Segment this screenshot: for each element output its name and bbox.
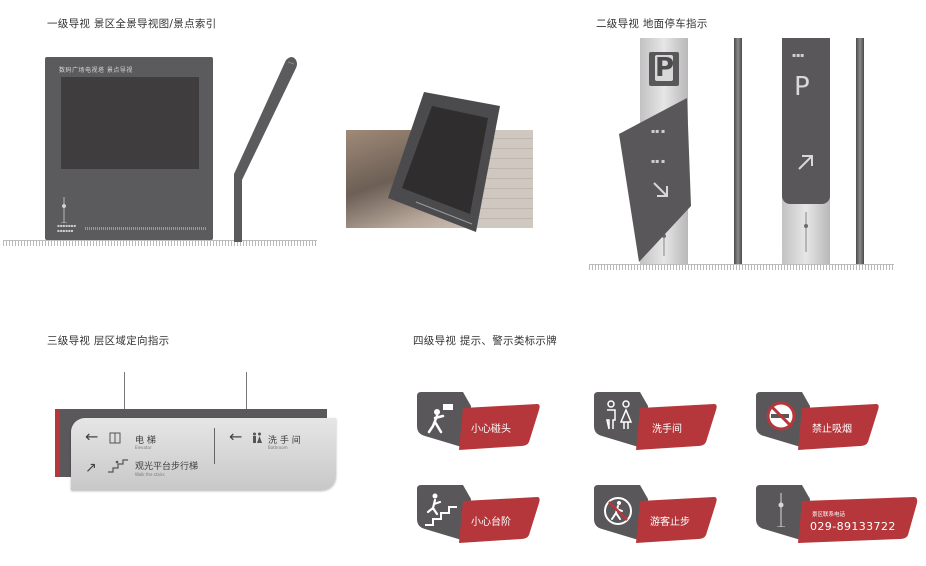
arrow-down-right-icon: [653, 182, 668, 197]
ground-line-level1: [3, 240, 317, 246]
board-perspective-render: [388, 92, 500, 232]
section-heading-level3: 三级导视 层区域定向指示: [47, 335, 170, 347]
hanging-sign-red-edge: [55, 409, 60, 477]
no-smoking-icon: [766, 401, 796, 431]
parking-pillar-side-1: [734, 38, 742, 266]
warning-head-icon: [427, 404, 453, 434]
phone-number: 029-89133722: [810, 520, 896, 533]
parking-pillar-2-panel: ▪▪▪ P: [782, 38, 830, 204]
sign-mind-head-text: 小心碰头: [471, 424, 511, 435]
pillar-2-title: ▪▪▪: [792, 52, 805, 59]
parking-pillar-2: ▪▪▪ P: [782, 38, 830, 266]
board-logo-text: ▪▪▪▪▪▪▪▪▪▪▪▪▪: [57, 223, 76, 233]
section-heading-level1: 一级导视 景区全景导视图/景点索引: [47, 18, 217, 30]
arrow-up-right-icon: [798, 155, 813, 170]
sign-no-smoking-text: 禁止吸烟: [812, 424, 852, 435]
hanger-wire-left: [124, 372, 125, 412]
tv-tower-icon: [804, 212, 808, 252]
parking-pillar-side-2: [856, 38, 864, 266]
parking-icon: P: [794, 72, 810, 102]
panorama-board-side: [234, 57, 297, 242]
sign-no-smoking: 禁止吸烟: [752, 390, 880, 452]
restroom-icon: [253, 432, 262, 443]
hanger-wire-right: [246, 372, 247, 412]
stairs-warning-icon: [425, 493, 457, 526]
stairs-label: 观光平台步行梯: [135, 462, 199, 472]
sign-mind-step-text: 小心台阶: [471, 517, 511, 528]
sign-visitors-stop-text: 游客止步: [650, 517, 690, 528]
sign-mind-step: 小心台阶: [413, 483, 541, 545]
ground-line-level2: [589, 264, 894, 270]
sign-divider: [214, 428, 215, 464]
parking-icon: P: [655, 53, 675, 83]
arrow-left-icon: ←: [229, 427, 243, 446]
elevator-sub: Elevator: [135, 445, 152, 450]
toilet-icon: [606, 400, 633, 430]
no-entry-icon: [604, 497, 632, 525]
hanging-sign-face: ← 电 梯 Elevator ↗ 观光平台步行梯 Walk the stairs…: [71, 418, 336, 490]
sign-toilet-text: 洗手间: [652, 424, 682, 435]
tv-tower-icon: [61, 197, 67, 223]
section-heading-level4: 四级导视 提示、警示类标示牌: [413, 335, 558, 347]
board-title: 数码广场电视塔 景点导视: [59, 67, 133, 74]
board-dotted-strip: [85, 227, 207, 230]
sign-contact-phone: 景区联系电话 029-89133722: [752, 483, 920, 545]
board-screen: [61, 77, 199, 169]
stairs-sub: Walk the stairs: [135, 472, 165, 477]
stairs-icon: [108, 459, 128, 473]
sign-toilet: 洗手间: [590, 390, 718, 452]
elevator-icon: [109, 432, 121, 444]
parking-direction-blade: [619, 98, 691, 262]
elevator-label: 电 梯: [135, 436, 156, 446]
section-heading-level2: 二级导视 地面停车指示: [596, 18, 708, 30]
arrow-left-icon: ←: [85, 427, 99, 446]
restroom-sub: Bathroom: [268, 445, 288, 450]
blade-label-1: ▪▪ ▪: [651, 128, 666, 135]
phone-label: 景区联系电话: [812, 512, 846, 518]
restroom-label: 洗 手 间: [268, 436, 301, 446]
panorama-board-front: 数码广场电视塔 景点导视 ▪▪▪▪▪▪▪▪▪▪▪▪▪: [45, 57, 213, 240]
parking-sign-box: P: [649, 52, 679, 86]
sign-visitors-stop: 游客止步: [590, 483, 718, 545]
arrow-up-right-icon: ↗: [85, 460, 97, 476]
tv-tower-icon: [777, 493, 785, 527]
blade-label-2: ▪▪ ▪: [651, 158, 666, 165]
sign-mind-head: 小心碰头: [413, 390, 541, 452]
